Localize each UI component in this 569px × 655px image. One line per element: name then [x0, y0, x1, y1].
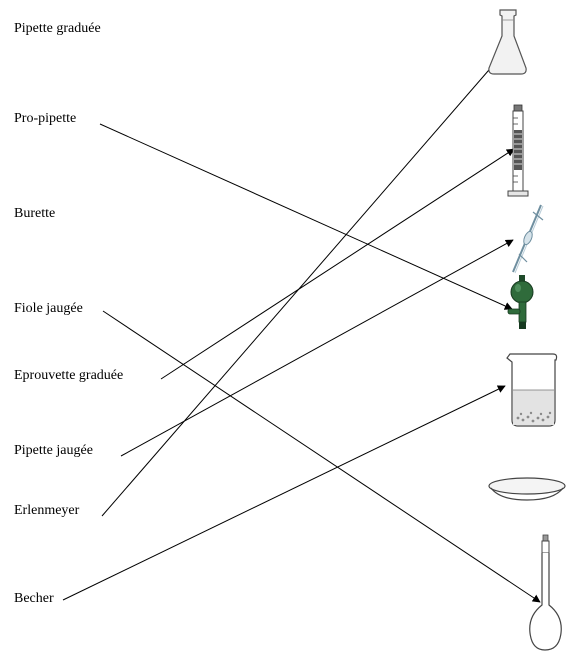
label-erlenmeyer: Erlenmeyer	[14, 503, 80, 518]
volumetric-flask-icon	[529, 534, 562, 651]
label-becher: Becher	[14, 591, 54, 606]
label-pipette-jaugee: Pipette jaugée	[14, 443, 93, 458]
label-burette: Burette	[14, 206, 56, 221]
connector-eprouvette-graduee	[160, 148, 515, 380]
label-pipette-graduee: Pipette graduée	[14, 21, 101, 36]
beaker-icon	[506, 353, 558, 427]
connector-fiole-jaugee	[102, 310, 541, 603]
graduated-cylinder-icon	[507, 104, 529, 197]
connector-erlenmeyer	[101, 47, 509, 517]
pipette-icon	[512, 204, 544, 274]
label-pro-pipette: Pro-pipette	[14, 111, 77, 126]
connector-pipette-jaugee	[120, 239, 514, 457]
label-eprouvette-graduee: Eprouvette graduée	[14, 368, 124, 383]
watch-glass-icon	[488, 477, 566, 501]
connector-becher	[62, 385, 506, 601]
label-fiole-jaugee: Fiole jaugée	[14, 301, 83, 316]
erlenmeyer-flask-icon	[488, 9, 527, 75]
pipette-bulb-icon	[507, 275, 534, 329]
